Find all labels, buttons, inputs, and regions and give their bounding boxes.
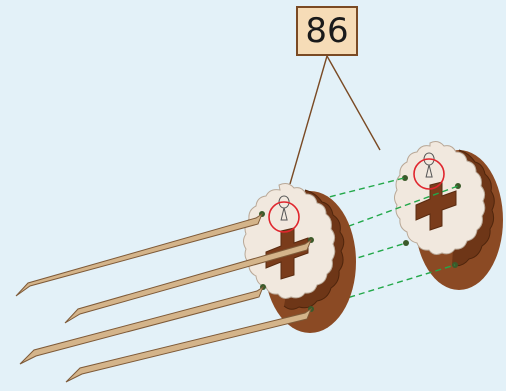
dowel-rod-4 — [65, 307, 313, 383]
step-number-label: 86 — [296, 6, 358, 56]
step-number: 86 — [305, 11, 349, 51]
gear-plate-right — [394, 141, 503, 290]
dowel-rods — [15, 212, 313, 383]
highlight-circle-left — [268, 201, 300, 233]
leader-lines — [289, 55, 381, 185]
dowel-rod-1 — [15, 212, 264, 297]
dowel-rod-3 — [19, 285, 265, 365]
dowel-rod-2 — [64, 238, 313, 324]
highlight-circle-right — [413, 158, 445, 190]
cross-cutout-right — [415, 181, 457, 231]
